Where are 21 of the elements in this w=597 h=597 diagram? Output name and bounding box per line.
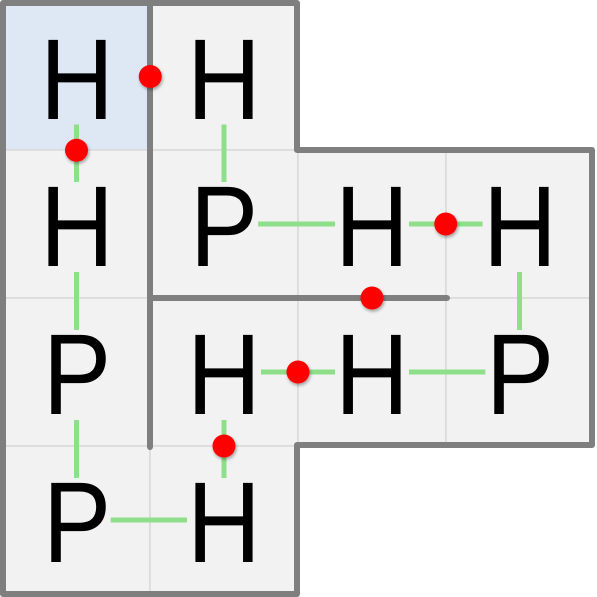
residue-letter: H: [187, 478, 261, 568]
connector-line: [74, 124, 79, 182]
connector-line: [110, 518, 188, 522]
connector-line: [222, 420, 226, 478]
residue-letter: P: [485, 330, 554, 420]
connector-line: [517, 272, 522, 330]
residue-letter: H: [40, 34, 114, 124]
residue-letter: H: [482, 182, 556, 272]
residue-letter: H: [187, 330, 261, 420]
connector-line: [258, 222, 336, 226]
residue-letter: P: [190, 182, 258, 272]
residue-letter: P: [42, 330, 111, 420]
connector-line: [222, 124, 226, 182]
residue-letter: H: [187, 34, 261, 124]
residue-letter: H: [335, 182, 409, 272]
connector-line: [408, 370, 486, 374]
connector-line: [74, 272, 79, 330]
residue-letter: P: [42, 478, 111, 568]
residue-letter: H: [335, 330, 409, 420]
residue-letter: H: [40, 182, 114, 272]
connector-line: [74, 420, 79, 478]
